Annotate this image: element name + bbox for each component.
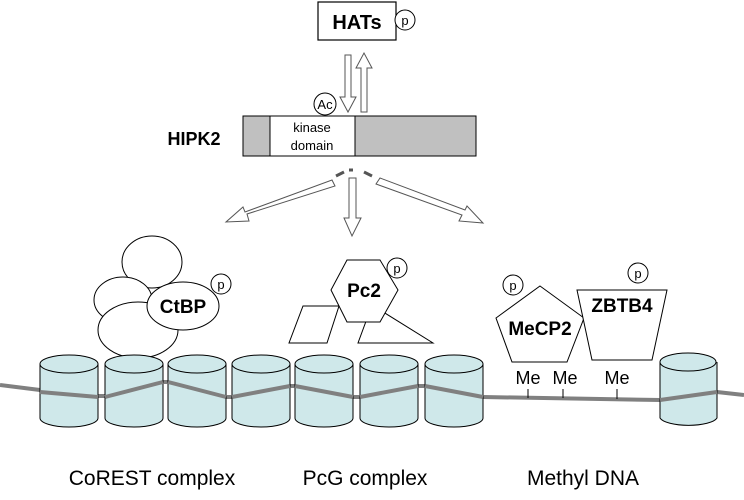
hats-box	[317, 1, 397, 41]
pc2-hexagon	[330, 259, 399, 323]
phosphorylation-arrow-up	[355, 51, 373, 113]
hats-phospho-circle	[394, 9, 416, 31]
hipk2-label: HIPK2	[167, 129, 220, 149]
zbtb4-label: ZBTB4	[591, 296, 653, 317]
hats-phospho-label: p	[401, 13, 408, 28]
corest-complex: CtBP p	[93, 235, 232, 359]
dna-strand	[0, 380, 744, 402]
caption-pcg: PcG complex	[303, 467, 428, 490]
kinase-domain-line1: kinase	[293, 120, 331, 135]
arrow-to-corest	[224, 179, 336, 223]
nucleosome	[39, 354, 99, 428]
pc2-label: Pc2	[347, 281, 381, 302]
zbtb4-trapezoid	[576, 289, 668, 361]
hipk2-node: HIPK2 kinase domain Ac	[167, 92, 477, 157]
nucleosome	[104, 354, 164, 428]
dna-line	[0, 380, 744, 402]
nucleosome	[167, 354, 227, 428]
methyl-dna-complex: MeCP2 p ZBTB4 p Me Me Me	[495, 262, 668, 399]
left-arrow-tail	[335, 170, 345, 178]
methyl-mark-1: Me	[515, 368, 540, 388]
zbtb4-phospho-circle	[627, 262, 649, 284]
acetyl-circle	[313, 92, 337, 116]
nucleosome	[231, 354, 291, 428]
corest-subunit-top	[121, 235, 183, 289]
mecp2-pentagon	[495, 285, 585, 363]
pcg-complex: Pc2 p	[288, 257, 435, 344]
nucleosome	[659, 352, 718, 426]
ctbp-label: CtBP	[160, 297, 207, 318]
hats-node: HATs p	[317, 1, 416, 41]
nucleosome	[294, 354, 354, 428]
ctbp-phospho-label: p	[217, 277, 224, 292]
mecp2-label: MeCP2	[508, 319, 571, 340]
hipk2-output-arrows	[224, 168, 485, 238]
nucleosome-row	[39, 352, 718, 428]
hats-hipk2-arrows	[339, 51, 373, 114]
mecp2-phospho-label: p	[509, 278, 516, 293]
nucleosome	[424, 354, 484, 428]
captions: CoREST complex PcG complex Methyl DNA	[69, 467, 639, 490]
ctbp-shape	[146, 281, 220, 331]
caption-methyl-dna: Methyl DNA	[527, 467, 639, 490]
ctbp-phospho-circle	[210, 273, 232, 295]
hats-label: HATs	[332, 12, 381, 34]
pcg-parallelogram	[288, 305, 340, 344]
nucleosome	[359, 354, 419, 428]
arrow-to-methyl-dna	[375, 177, 485, 224]
acetylation-arrow-down	[339, 54, 357, 114]
methyl-mark-3: Me	[604, 368, 629, 388]
pc2-phospho-circle	[386, 257, 408, 279]
kinase-domain-box	[269, 115, 356, 157]
right-arrow-tail	[363, 170, 373, 178]
mecp2-phospho-circle	[502, 274, 524, 296]
pc2-phospho-label: p	[393, 261, 400, 276]
zbtb4-phospho-label: p	[634, 266, 641, 281]
acetyl-label: Ac	[317, 97, 333, 112]
arrow-to-pcg	[343, 177, 362, 238]
methyl-mark-2: Me	[552, 368, 577, 388]
kinase-domain-line2: domain	[291, 138, 334, 153]
caption-corest: CoREST complex	[69, 467, 236, 490]
